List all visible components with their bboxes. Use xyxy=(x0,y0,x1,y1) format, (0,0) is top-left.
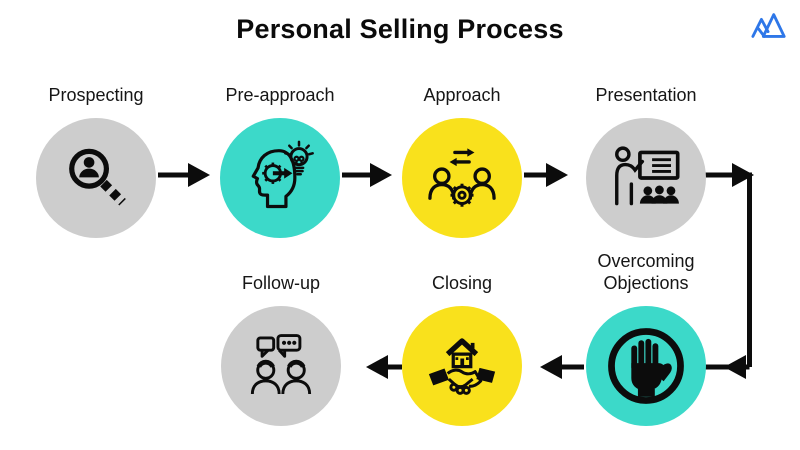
step-circle xyxy=(36,118,156,238)
step-circle xyxy=(402,118,522,238)
step-circle xyxy=(586,118,706,238)
step-presentation: Presentation xyxy=(566,84,726,238)
step-label: Prospecting xyxy=(48,85,144,105)
page-title: Personal Selling Process xyxy=(236,14,564,44)
conversation-people-icon xyxy=(250,334,312,395)
presenter-whiteboard-icon xyxy=(615,146,680,206)
handshake-house-icon xyxy=(428,338,496,395)
step-overcoming-objections: Overcoming Objections xyxy=(566,250,726,426)
step-circle xyxy=(220,118,340,238)
step-label: Presentation xyxy=(595,85,697,105)
step-prospecting: Prospecting xyxy=(16,84,176,238)
step-closing: Closing xyxy=(382,272,542,426)
step-follow-up: Follow-up xyxy=(201,272,361,426)
brand-logo-icon xyxy=(751,13,786,38)
step-circle xyxy=(402,306,522,426)
step-pre-approach: Pre-approach xyxy=(200,84,360,238)
people-exchange-gear-icon xyxy=(428,148,496,207)
step-label: Approach xyxy=(423,85,501,105)
step-label: Pre-approach xyxy=(225,85,335,105)
step-label: Overcoming Objections xyxy=(597,251,695,293)
stop-hand-icon xyxy=(608,328,684,404)
step-circle xyxy=(586,306,706,426)
step-label: Follow-up xyxy=(241,273,321,293)
step-circle xyxy=(221,306,341,426)
step-approach: Approach xyxy=(382,84,542,238)
step-label: Closing xyxy=(431,273,493,293)
thinking-head-lightbulb-icon xyxy=(251,140,314,209)
person-magnifier-icon xyxy=(69,148,126,206)
